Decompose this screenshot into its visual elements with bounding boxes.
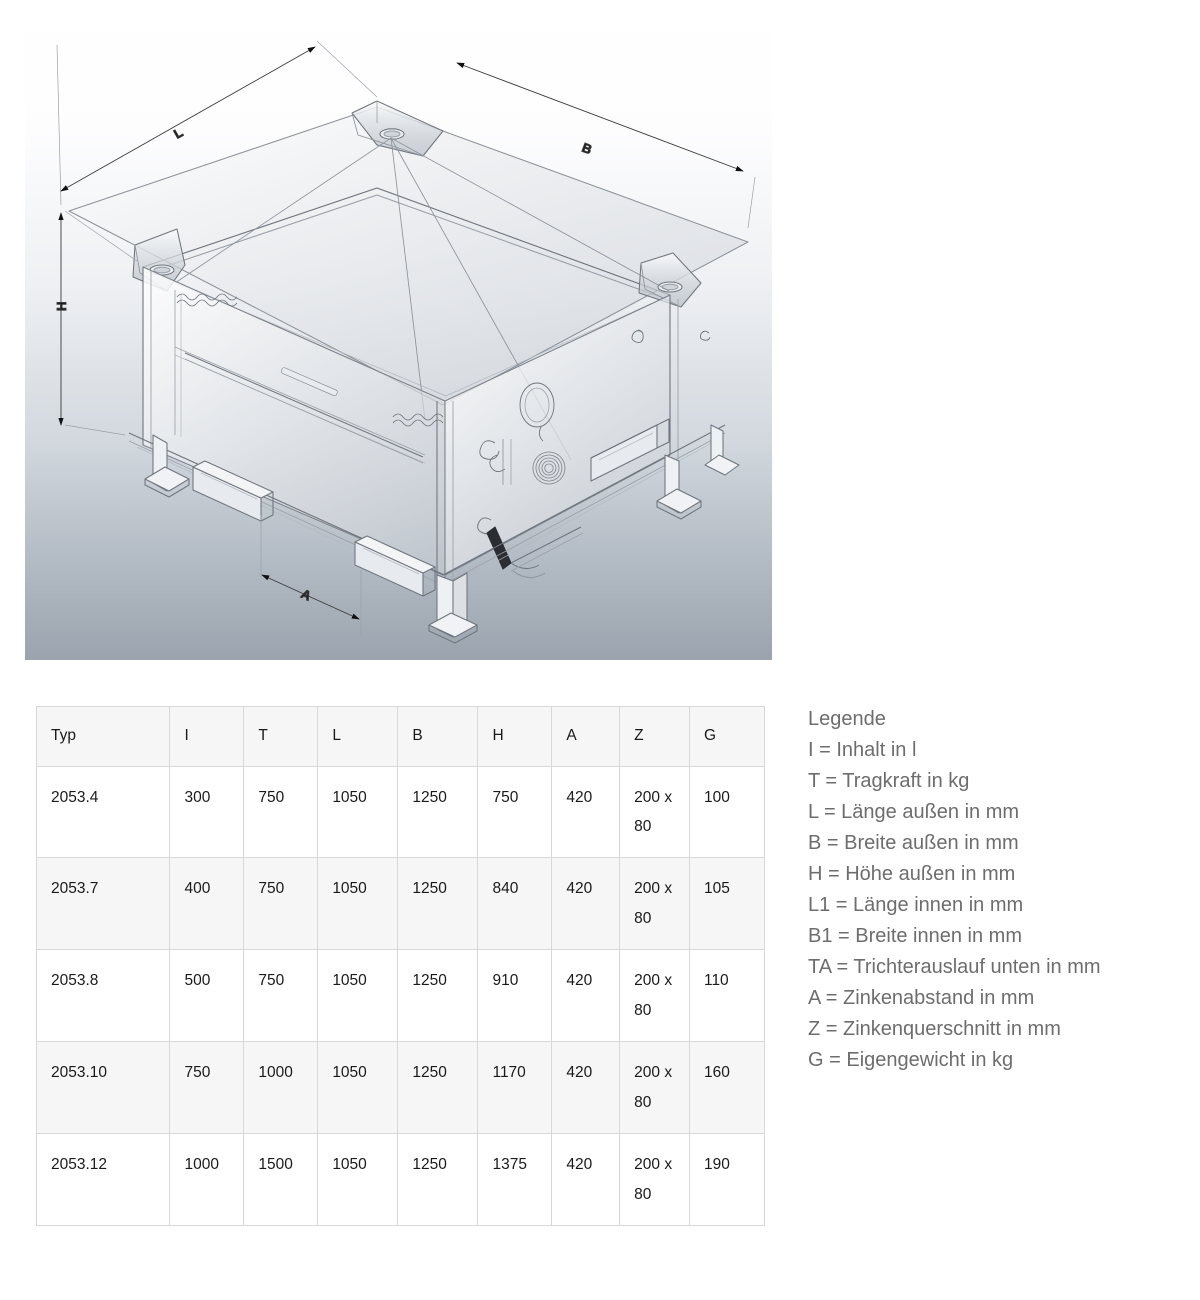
cell-h: 750 [477,765,553,859]
cell-b: 1250 [397,1041,479,1135]
dimension-label-L: L [171,125,185,142]
table-row: 2053.4 300 750 1050 1250 750 420 200 x 8… [35,765,766,859]
legend-item-a: A = Zinkenabstand in mm [808,987,1035,1009]
dimension-line-L [56,40,378,206]
legend-item-ta: TA = Trichterauslauf unten in mm [808,956,1101,978]
cell-h: 840 [477,857,553,951]
cell-h: 1170 [477,1041,553,1135]
table-row: 2053.12 1000 1500 1050 1250 1375 420 200… [35,1133,766,1226]
cell-typ: 2053.12 [35,1133,171,1226]
cell-b: 1250 [397,1133,479,1226]
cell-g: 160 [688,1041,766,1135]
product-drawing: L B H [25,15,772,660]
column-header-l: L [317,706,399,767]
cell-a: 420 [551,1041,621,1135]
cell-g: 190 [688,1133,766,1226]
cell-typ: 2053.10 [35,1041,171,1135]
cell-typ: 2053.4 [35,765,171,859]
column-header-b: B [397,706,479,767]
cell-h: 910 [477,949,553,1043]
column-header-i: I [169,706,245,767]
legend-block: Legende I = Inhalt in l T = Tragkraft in… [808,704,1188,1076]
cell-z: 200 x 80 [619,765,690,859]
column-header-z: Z [619,706,690,767]
dimension-label-A: A [299,586,314,604]
column-header-g: G [688,706,766,767]
cell-t: 1000 [243,1041,319,1135]
dimension-line-A [260,515,362,635]
legend-item-h: H = Höhe außen in mm [808,863,1016,885]
cell-z: 200 x 80 [619,857,690,951]
column-header-t: T [243,706,319,767]
technical-drawing-svg: L B H [54,40,756,644]
legend-item-l: L = Länge außen in mm [808,801,1020,823]
cell-typ: 2053.7 [35,857,171,951]
cell-i: 300 [169,765,245,859]
cell-a: 420 [551,949,621,1043]
column-header-a: A [551,706,621,767]
column-header-h: H [477,706,553,767]
cell-l: 1050 [317,949,399,1043]
cell-g: 105 [688,857,766,951]
dimension-line-H [58,210,138,436]
legend-item-z: Z = Zinkenquerschnitt in mm [808,1018,1061,1040]
cell-z: 200 x 80 [619,1133,690,1226]
cell-l: 1050 [317,765,399,859]
legend-item-i: I = Inhalt in l [808,739,917,761]
cell-t: 750 [243,765,319,859]
cell-a: 420 [551,857,621,951]
cell-t: 750 [243,857,319,951]
cell-z: 200 x 80 [619,1041,690,1135]
cell-g: 100 [688,765,766,859]
cell-t: 750 [243,949,319,1043]
cell-a: 420 [551,1133,621,1226]
cell-t: 1500 [243,1133,319,1226]
cell-l: 1050 [317,857,399,951]
cell-l: 1050 [317,1041,399,1135]
legend-item-l1: L1 = Länge innen in mm [808,894,1024,916]
table-row: 2053.8 500 750 1050 1250 910 420 200 x 8… [35,949,766,1043]
cell-i: 750 [169,1041,245,1135]
cell-z: 200 x 80 [619,949,690,1043]
column-header-typ: Typ [35,706,171,767]
dimension-line-B [456,62,756,229]
cell-a: 420 [551,765,621,859]
cell-typ: 2053.8 [35,949,171,1043]
cell-h: 1375 [477,1133,553,1226]
cell-g: 110 [688,949,766,1043]
table-row: 2053.7 400 750 1050 1250 840 420 200 x 8… [35,857,766,951]
cell-l: 1050 [317,1133,399,1226]
table-header-row: Typ I T L B H A Z G [35,706,766,767]
cell-b: 1250 [397,857,479,951]
table-row: 2053.10 750 1000 1050 1250 1170 420 200 … [35,1041,766,1135]
legend-item-b: B = Breite außen in mm [808,832,1019,854]
legend-item-b1: B1 = Breite innen in mm [808,925,1022,947]
legend-item-t: T = Tragkraft in kg [808,770,970,792]
cell-b: 1250 [397,765,479,859]
specification-table: Typ I T L B H A Z G 2053.4 300 750 1050 … [35,706,766,1226]
cell-i: 500 [169,949,245,1043]
cell-i: 1000 [169,1133,245,1226]
legend-item-g: G = Eigengewicht in kg [808,1049,1014,1071]
cell-i: 400 [169,857,245,951]
cell-b: 1250 [397,949,479,1043]
dimension-label-B: B [580,140,594,157]
dimension-label-H: H [54,302,69,311]
legend-title: Legende [808,708,886,730]
